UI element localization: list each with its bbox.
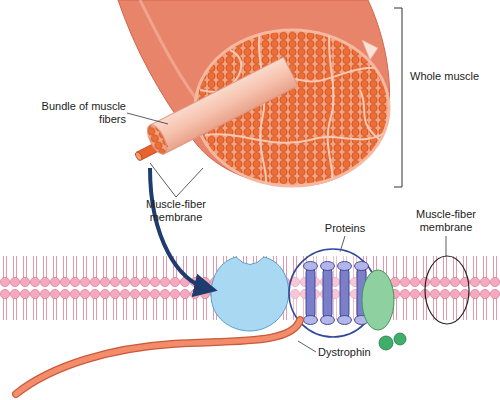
green-subunit	[379, 336, 393, 350]
protein-pillar	[340, 268, 349, 318]
protein-pillar	[306, 268, 315, 318]
leader-line	[176, 168, 203, 197]
fascicle-boundary	[259, 30, 266, 190]
leader-line	[298, 341, 316, 352]
pillar-head	[338, 262, 352, 271]
dystrophin-outline	[16, 320, 300, 394]
part-label: Muscle-fiber membrane	[406, 208, 486, 234]
muscle-body	[118, 0, 390, 186]
part-label: Bundle of muscle fibers	[28, 100, 126, 126]
dystrophin-strand	[16, 320, 300, 394]
membrane-highlight-ring	[425, 256, 469, 324]
pillar-head	[321, 316, 335, 325]
leader-line	[150, 163, 176, 197]
pillar-head	[355, 262, 369, 271]
fiber-end	[134, 151, 143, 161]
part-label: Muscle-fiber membrane	[136, 198, 216, 224]
blue-protein	[211, 257, 289, 331]
torn-sheath	[362, 40, 378, 60]
bracket	[394, 8, 402, 187]
pillar-head	[321, 262, 335, 271]
leader-line	[127, 113, 168, 124]
fascicle-boundary	[360, 90, 380, 140]
part-label: Whole muscle	[410, 70, 498, 83]
pillar-head	[304, 262, 318, 271]
pillar-head	[304, 316, 318, 325]
bundle-end	[144, 122, 171, 157]
part-label: Dystrophin	[318, 346, 408, 359]
zoom-arrow	[150, 168, 206, 288]
green-protein	[362, 270, 394, 330]
protein-pillar	[323, 268, 332, 318]
green-subunit	[394, 333, 406, 345]
fascicle-boundary	[205, 130, 390, 143]
pillar-head	[338, 316, 352, 325]
fiber-bundle	[150, 57, 298, 154]
part-label: Proteins	[310, 222, 380, 235]
fascicle-boundary	[328, 30, 334, 190]
